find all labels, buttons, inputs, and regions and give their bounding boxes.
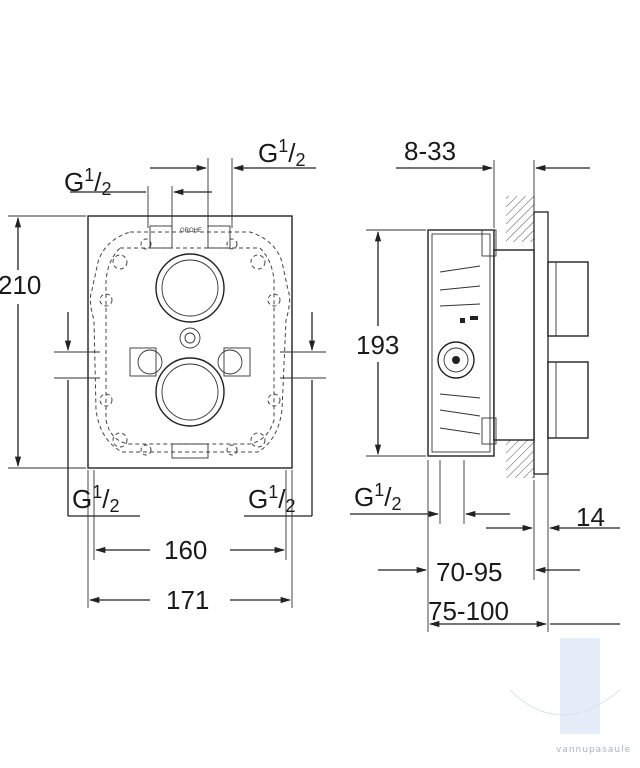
front-thread-bottom-right-label: G1/2	[248, 482, 296, 516]
front-thread-top-left-label: G1/2	[64, 165, 112, 199]
front-width-inner-label: 160	[164, 535, 207, 565]
upper-valve-body	[155, 253, 225, 323]
side-view	[350, 160, 620, 632]
watermark-text: vannupasaule	[556, 745, 631, 755]
front-thread-top-right-label: G1/2	[258, 136, 306, 170]
front-thread-bottom-left-label: G1/2	[72, 482, 120, 516]
front-view: GROHE	[8, 158, 326, 608]
side-install-depth-b-label: 75-100	[428, 596, 509, 626]
side-trim-depth-label: 14	[576, 502, 605, 532]
lower-handle	[547, 361, 589, 439]
side-install-depth-a-label: 70-95	[436, 557, 503, 587]
side-thread-label: G1/2	[354, 480, 402, 514]
watermark-logo: vannupasaule	[509, 638, 631, 755]
upper-handle	[547, 261, 589, 337]
side-cover-plate	[533, 211, 549, 475]
svg-text:GROHE: GROHE	[180, 228, 202, 234]
lower-valve-body	[155, 357, 225, 427]
side-wall-depth-label: 8-33	[404, 136, 456, 166]
front-height-label: 210	[0, 270, 41, 300]
side-height-label: 193	[356, 330, 399, 360]
front-width-outer-label: 171	[166, 585, 209, 615]
